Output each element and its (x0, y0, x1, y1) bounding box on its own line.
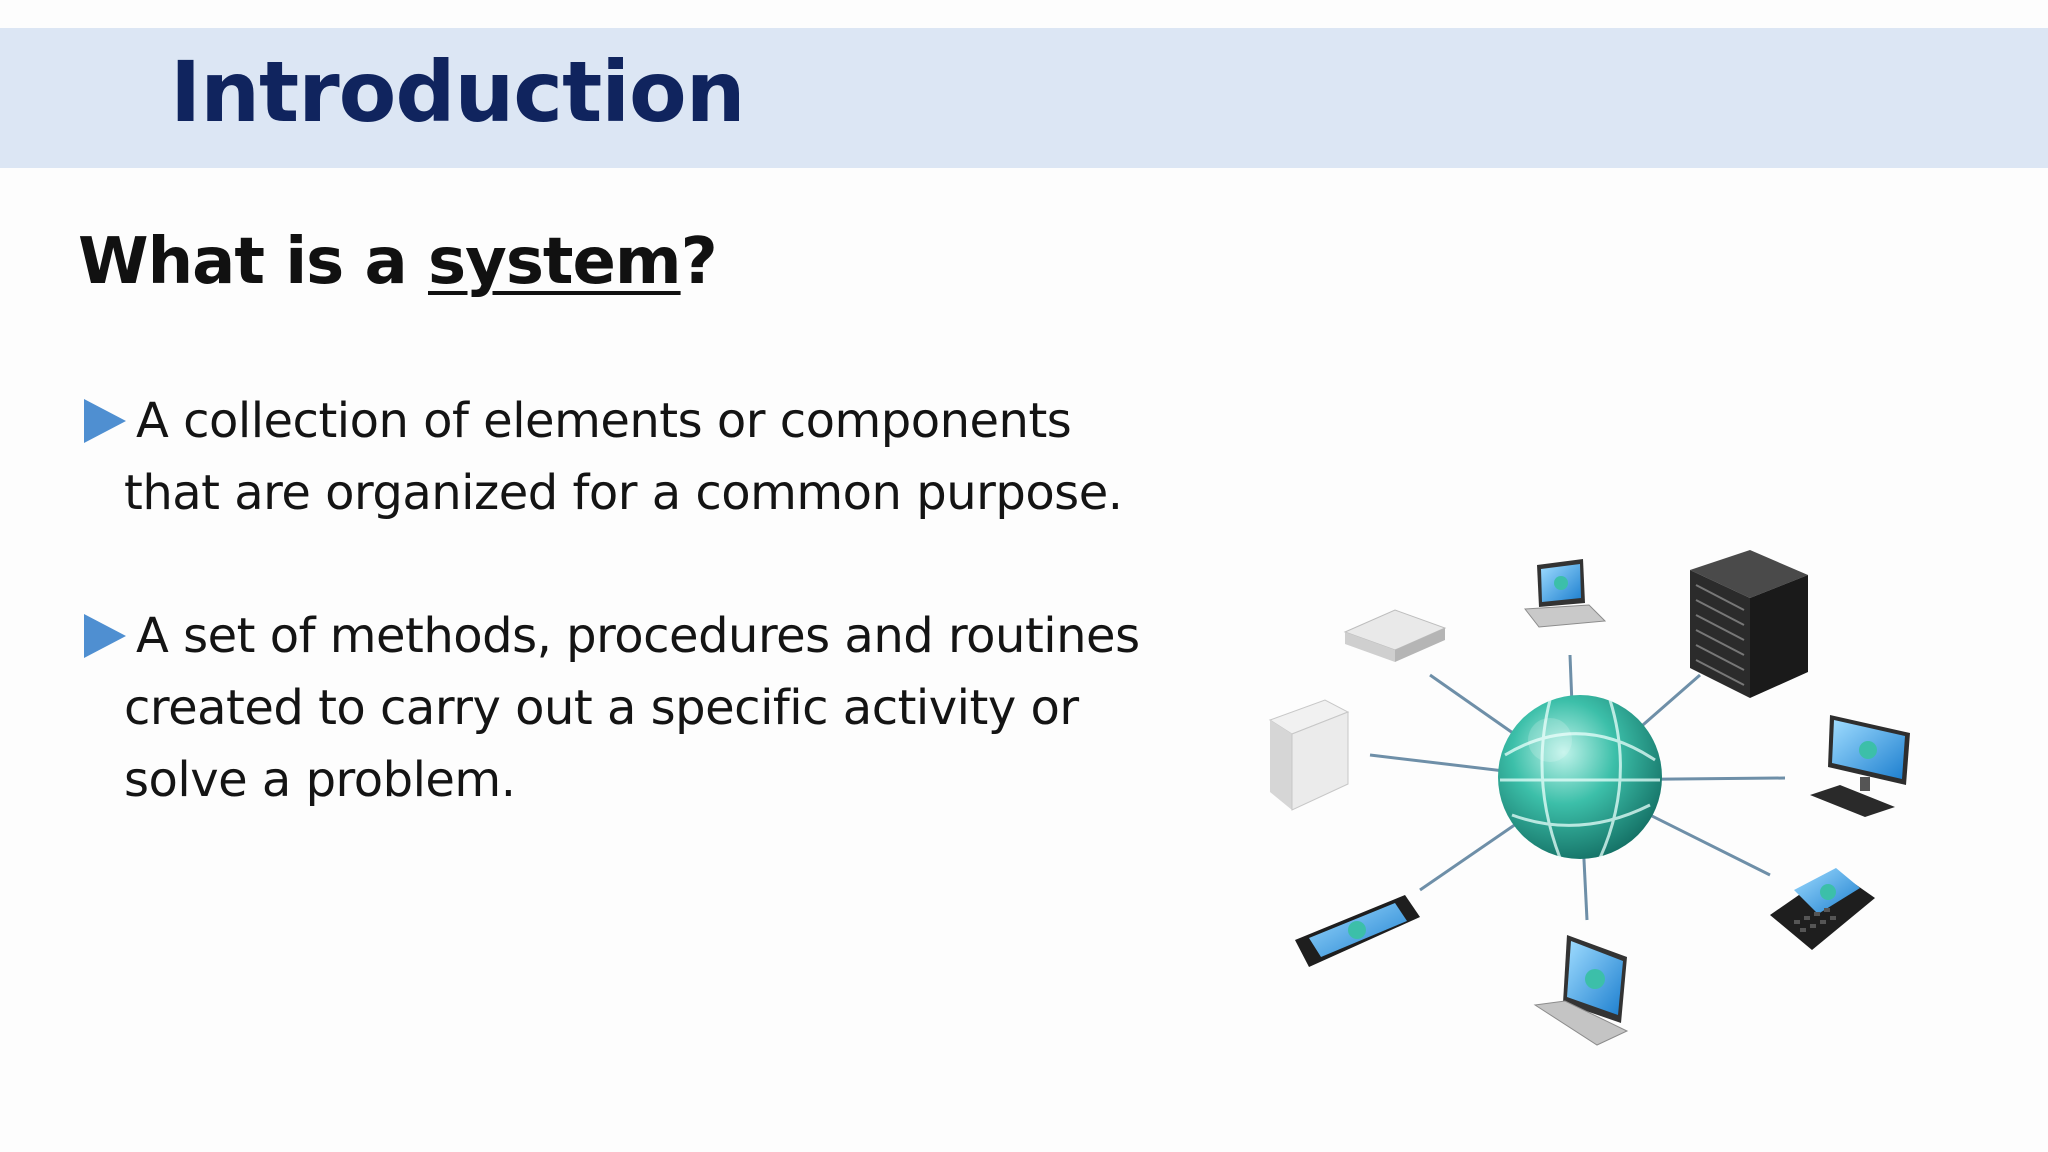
bullet-arrow-icon (84, 399, 126, 443)
laptop-icon (1524, 559, 1607, 628)
slide-title: Introduction (170, 43, 746, 141)
desktop-monitor-icon (1810, 715, 1910, 817)
network-illustration (1268, 550, 1910, 1046)
bullet-item: A collection of elements or components t… (84, 385, 1194, 529)
bullet-text-line1: A set of methods, procedures and routine… (136, 608, 1140, 664)
question-keyword: system (428, 225, 682, 299)
router-icon (1343, 609, 1447, 662)
bullet-text-rest: created to carry out a specific activity… (124, 680, 1079, 808)
mobile-phone-icon (1770, 868, 1875, 950)
bullet-arrow-icon (84, 614, 126, 658)
laptop-icon (1533, 935, 1629, 1046)
bullet-item: A set of methods, procedures and routine… (84, 600, 1194, 816)
bullet-text-rest: that are organized for a common purpose. (124, 465, 1123, 521)
question-prefix: What is a (78, 225, 428, 299)
server-box-icon (1268, 699, 1350, 811)
question-suffix: ? (680, 225, 718, 299)
server-rack-icon (1690, 550, 1808, 698)
slide-question: What is a system? (78, 222, 718, 302)
bullet-text-line1: A collection of elements or components (136, 393, 1072, 449)
title-bar (0, 28, 2048, 168)
globe-icon (1498, 695, 1662, 859)
smartphone-icon (1295, 895, 1420, 967)
